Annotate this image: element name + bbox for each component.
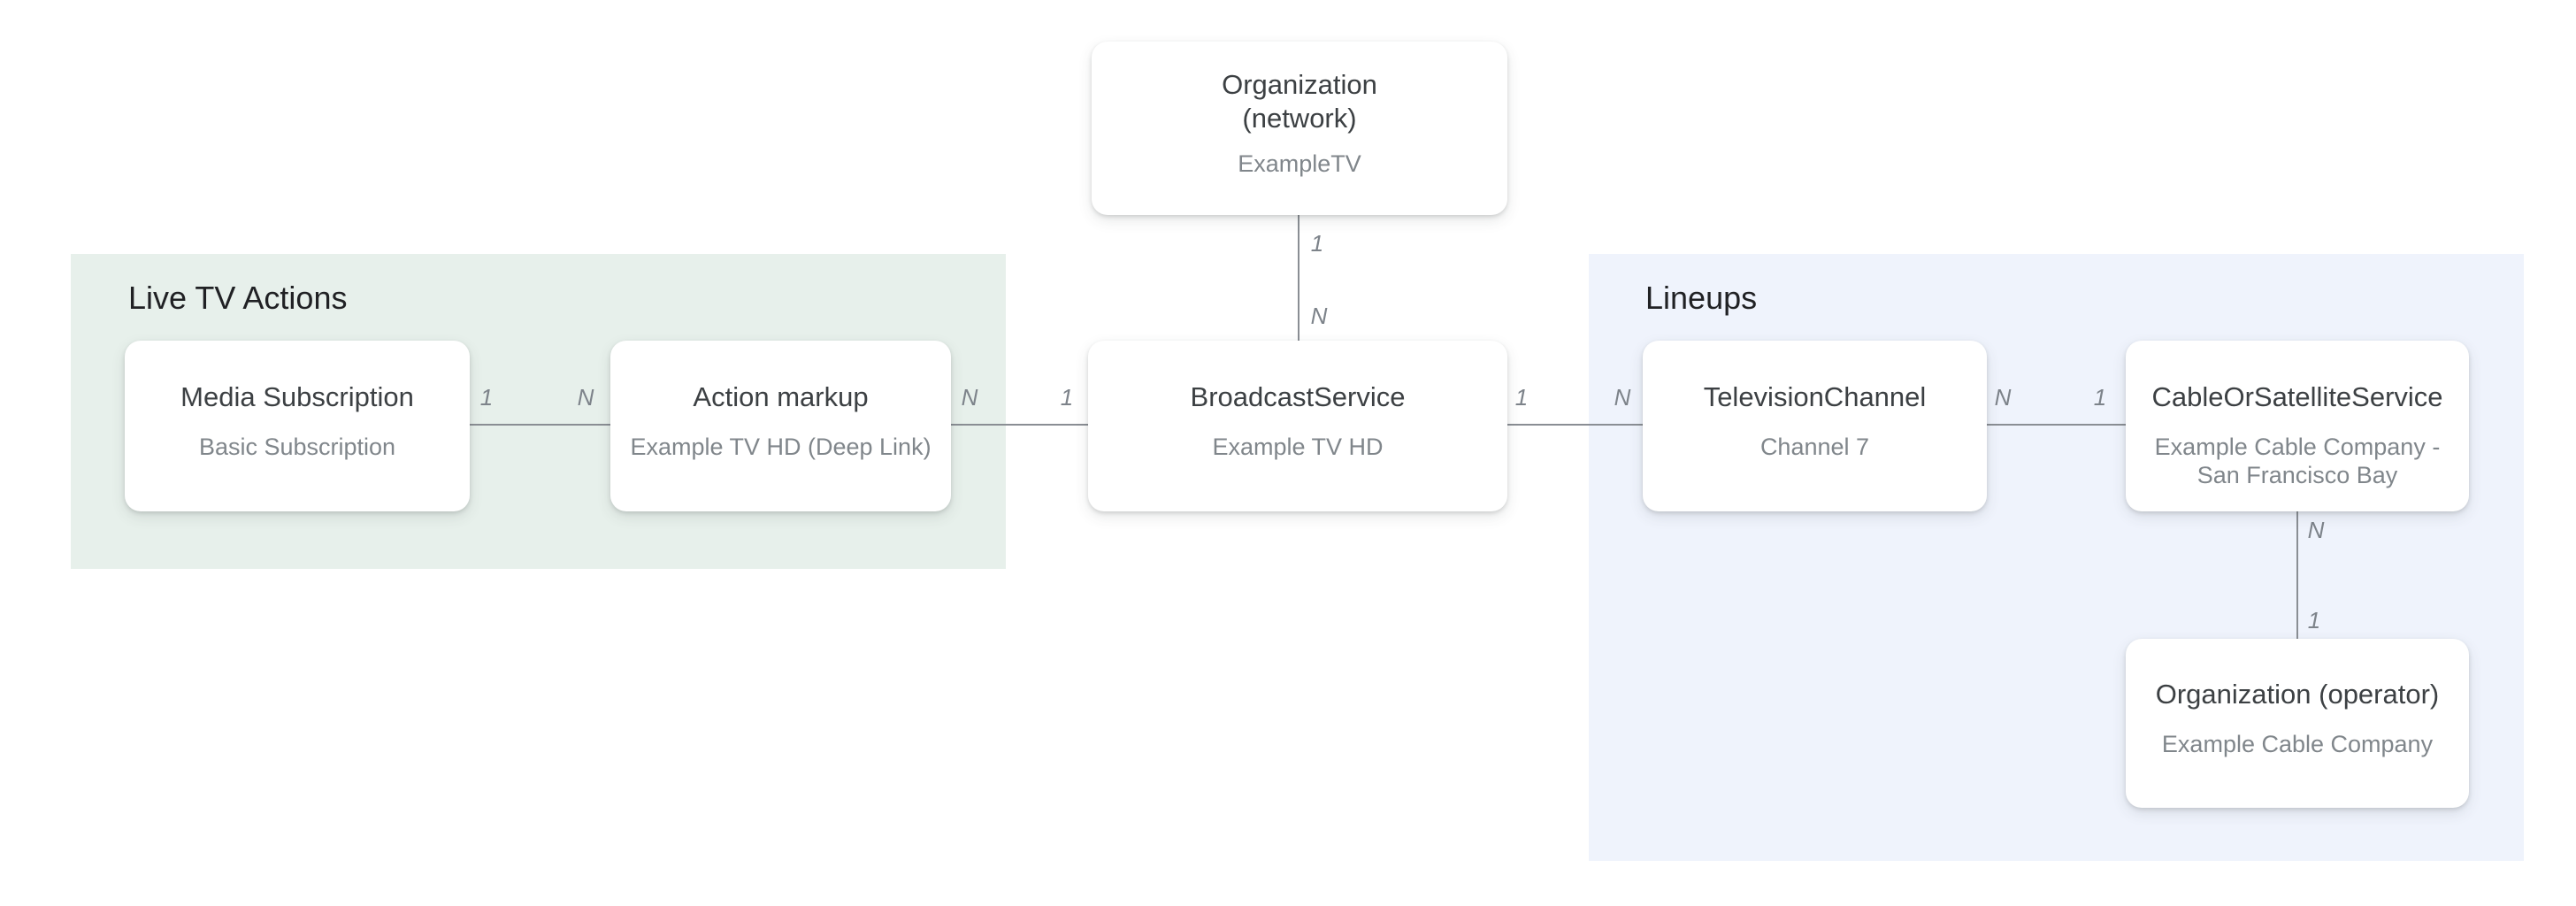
node-subtitle: ExampleTV (1238, 150, 1361, 177)
node-title: BroadcastService (1190, 381, 1406, 412)
node-subtitle: Basic Subscription (198, 434, 396, 460)
node-action-markup: Action markup Example TV HD (Deep Link) (610, 341, 951, 511)
cardinality-label: 1 (1514, 384, 1529, 411)
node-title: Organization (network) (1222, 69, 1377, 134)
node-broadcast-service: BroadcastService Example TV HD (1088, 341, 1507, 511)
node-organization-network: Organization (network) ExampleTV (1092, 42, 1507, 215)
edge-line-network-to-broadcast (1298, 215, 1300, 341)
node-subtitle: Example TV HD (1212, 434, 1384, 460)
edge-line-media-to-action (470, 424, 610, 426)
node-subtitle: Example TV HD (Deep Link) (630, 434, 932, 460)
node-subtitle: Example Cable Company (2161, 731, 2434, 757)
node-organization-operator: Organization (operator) Example Cable Co… (2126, 639, 2469, 808)
cardinality-label: N (1614, 384, 1631, 411)
edge-line-cable-to-operator (2296, 511, 2298, 639)
cardinality-label: 1 (2307, 607, 2321, 633)
cardinality-label: N (1310, 303, 1328, 329)
node-title: Action markup (693, 381, 869, 412)
edge-line-action-to-broadcast (951, 424, 1088, 426)
node-title: TelevisionChannel (1703, 381, 1927, 412)
group-title-lineups: Lineups (1645, 280, 1758, 316)
node-television-channel: TelevisionChannel Channel 7 (1643, 341, 1987, 511)
cardinality-label: N (961, 384, 978, 411)
cardinality-label: N (1994, 384, 2012, 411)
cardinality-label: N (577, 384, 594, 411)
node-title: Organization (operator) (2155, 679, 2440, 710)
cardinality-label: N (2307, 517, 2325, 543)
group-title-live-tv-actions: Live TV Actions (128, 280, 348, 316)
cardinality-label: 1 (2093, 384, 2107, 411)
edge-line-channel-to-cable (1987, 424, 2126, 426)
node-subtitle: Channel 7 (1760, 434, 1870, 460)
cardinality-label: 1 (479, 384, 494, 411)
node-title: Media Subscription (180, 381, 414, 412)
edge-line-broadcast-to-channel (1507, 424, 1643, 426)
node-subtitle: Example Cable Company - San Francisco Ba… (2154, 434, 2441, 488)
cardinality-label: 1 (1060, 384, 1074, 411)
node-title: CableOrSatelliteService (2151, 381, 2443, 412)
node-cable-or-satellite-service: CableOrSatelliteService Example Cable Co… (2126, 341, 2469, 511)
node-media-subscription: Media Subscription Basic Subscription (125, 341, 470, 511)
cardinality-label: 1 (1310, 230, 1324, 257)
